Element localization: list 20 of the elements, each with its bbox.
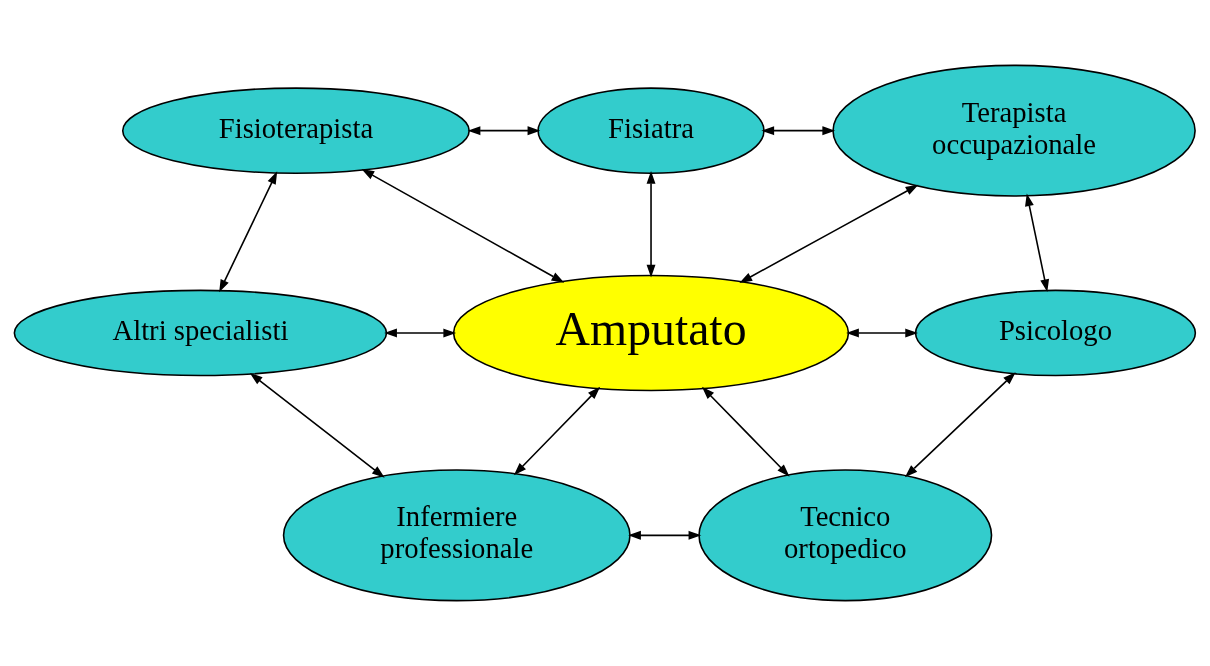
arrow	[361, 169, 565, 283]
node-ellipse: Fisiatra	[537, 87, 765, 175]
node-ellipse: Infermiere professionale	[282, 469, 631, 602]
node-ellipse: Altri specialisti	[13, 289, 388, 377]
node-ellipse: Psicologo	[914, 289, 1197, 377]
arrow	[384, 328, 457, 338]
arrow	[628, 530, 702, 540]
arrow	[904, 372, 1016, 478]
arrow	[701, 386, 790, 477]
arrow	[249, 372, 385, 478]
arrow	[219, 171, 278, 293]
arrow	[761, 126, 836, 136]
arrow	[646, 171, 656, 278]
node-ellipse: Tecnico ortopedico	[698, 469, 993, 602]
arrow	[467, 126, 541, 136]
arrow	[739, 184, 919, 283]
arrow	[1025, 193, 1050, 293]
node-ellipse: Fisioterapista	[121, 87, 470, 175]
arrow	[513, 386, 601, 476]
arrow	[846, 328, 918, 338]
